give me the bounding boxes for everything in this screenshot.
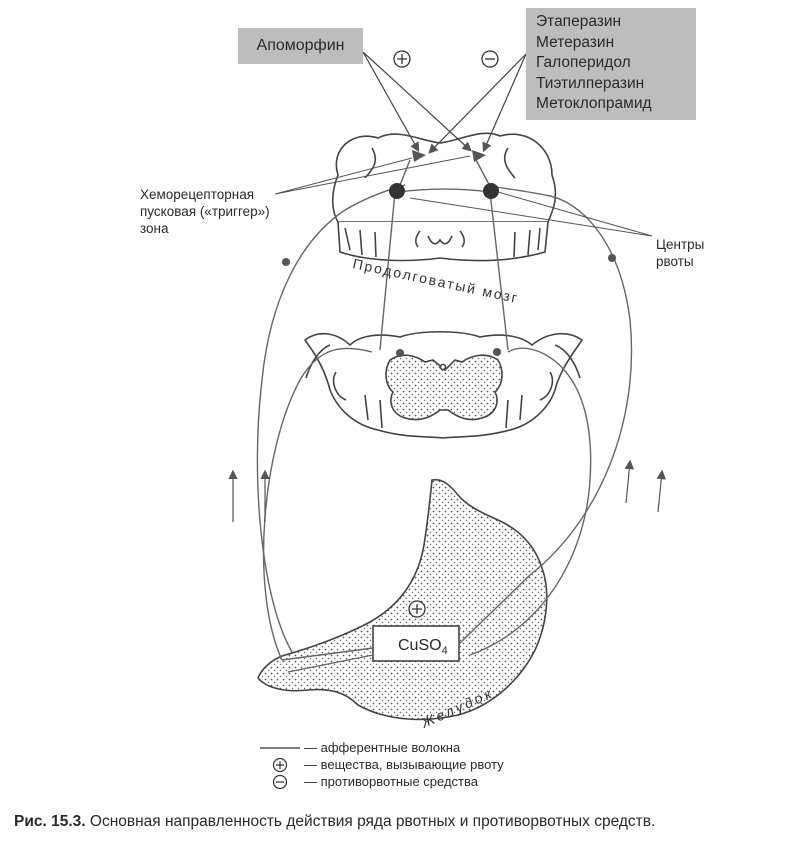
plus-circle-icon [256, 757, 304, 773]
legend-row-afferent: — афферентные волокна [256, 739, 504, 756]
fiber-terminals [282, 254, 616, 357]
afferent-fibers [256, 157, 633, 673]
sign-plus-cuso4 [408, 600, 426, 618]
minus-circle-icon [256, 774, 304, 790]
vomiting-center-dots [389, 183, 499, 199]
caption-text: Основная направленность действия ряда рв… [85, 813, 656, 830]
apomorphine-box: Апоморфин [238, 28, 363, 64]
trigger-zone-line: Хеморецепторная [140, 187, 255, 202]
stomach [257, 478, 548, 721]
vomiting-centers-line: Центры [656, 237, 705, 252]
label-pointers [274, 155, 653, 237]
drug-name: Тиэтилперазин [536, 74, 645, 92]
drug-name: Галоперидол [536, 54, 631, 71]
legend: — афферентные волокна — вещества, вызыва… [256, 739, 504, 790]
medulla-label: Продолговатый мозг [351, 255, 520, 306]
figure-caption: Рис. 15.3. Основная направленность дейст… [14, 813, 655, 831]
cuso4-box: CuSO4 [372, 625, 460, 662]
legend-text: — противорвотные средства [304, 774, 478, 789]
medulla-oblongata [331, 132, 557, 262]
sign-plus-apomorphine [393, 50, 411, 68]
vomiting-centers-label: Центры рвоты [656, 236, 704, 270]
trigger-zone-label: Хеморецепторная пусковая («триггер») зон… [140, 186, 270, 237]
figure-number: Рис. 15.3. [14, 813, 86, 830]
antiemetics-box: Этаперазин Метеразин Галоперидол Тиэтилп… [526, 8, 696, 120]
legend-text: — вещества, вызывающие рвоту [304, 757, 504, 772]
drug-action-arrows [362, 51, 527, 154]
drug-name: Метеразин [536, 33, 615, 51]
trigger-zone-line: зона [140, 221, 169, 236]
legend-row-minus: — противорвотные средства [256, 773, 504, 790]
svg-text:CuSO4: CuSO4 [398, 637, 448, 657]
drug-name: Этаперазин [536, 13, 622, 30]
vomiting-centers-line: рвоты [656, 254, 694, 269]
legend-row-plus: — вещества, вызывающие рвоту [256, 756, 504, 773]
spinal-cord-section [303, 330, 584, 439]
drug-name: Метоклопрамид [536, 95, 652, 112]
line-icon [256, 746, 304, 750]
sign-minus-antiemetics [481, 50, 499, 68]
apomorphine-label: Апоморфин [256, 37, 345, 54]
trigger-zone-receptors [412, 150, 486, 162]
flow-arrows [228, 459, 667, 522]
trigger-zone-line: пусковая («триггер») [140, 204, 270, 219]
legend-text: — афферентные волокна [304, 740, 461, 755]
